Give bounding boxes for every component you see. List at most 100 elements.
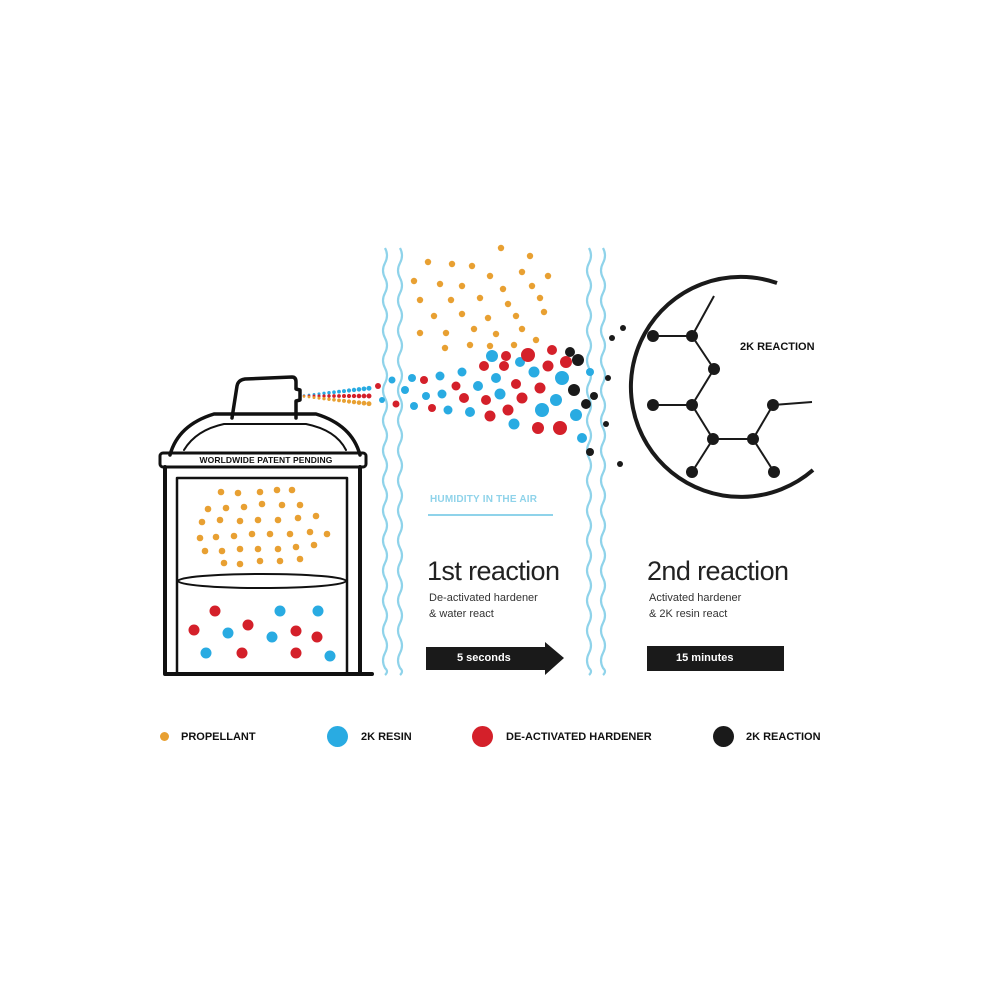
hardener-particle [242, 619, 254, 631]
propellant-particle [306, 528, 314, 536]
propellant-particle [240, 503, 248, 511]
spray-mist [356, 393, 362, 399]
molecule-circle [628, 274, 815, 499]
atom [647, 330, 659, 342]
can-dome-inner [183, 423, 347, 451]
humidity-waves [381, 247, 607, 676]
atom [708, 363, 720, 375]
propellant-particle [486, 272, 494, 280]
propellant-particle [424, 258, 432, 266]
propellant-particle [230, 532, 238, 540]
spray-mist [317, 396, 321, 400]
reaction1-time-arrow [426, 642, 564, 675]
propellant-particle [416, 329, 424, 337]
spray-mist [317, 394, 321, 398]
spray-mist [366, 385, 372, 391]
resin-particle [515, 357, 525, 367]
propellant-particle [273, 486, 281, 494]
reaction-particle [572, 354, 584, 366]
reaction2-time-bar [647, 646, 784, 671]
spray-mist [361, 400, 367, 406]
spray-mist [312, 396, 316, 400]
hardener-particle [290, 625, 302, 637]
propellant-particle [323, 530, 331, 538]
spray-mist [322, 391, 326, 395]
atom [747, 433, 759, 445]
resin-particle [401, 386, 409, 394]
propellant-particle [217, 488, 225, 496]
legend-resin-dot [327, 726, 348, 747]
spray-mist [346, 399, 352, 404]
propellant-particle [466, 341, 474, 349]
propellant-particle [458, 282, 466, 290]
propellant-particle [288, 486, 296, 494]
spray-mist [322, 397, 326, 401]
atom [767, 399, 779, 411]
spray-mist [337, 398, 341, 403]
reaction2-desc-line2: & 2K resin react [649, 608, 728, 620]
propellant-particle [536, 294, 544, 302]
can-window [175, 476, 349, 676]
humidity-label: HUMIDITY IN THE AIR [430, 494, 538, 505]
patent-banner: WORLDWIDE PATENT PENDING [199, 455, 333, 465]
hardener-particle [188, 624, 200, 636]
propellant-particle [201, 547, 209, 555]
resin-particle [200, 647, 212, 659]
resin-particle [528, 366, 540, 378]
propellant-particle [234, 489, 242, 497]
spray-mist [322, 394, 326, 398]
spray-mist [332, 394, 336, 398]
hardener-particle [451, 381, 461, 391]
propellant-particle [196, 534, 204, 542]
spray-mist [327, 394, 331, 398]
spray-mist [342, 398, 346, 403]
spray-mist [302, 395, 306, 398]
spray-mist [332, 397, 336, 402]
hardener-particle [375, 383, 381, 389]
propellant-particle [486, 342, 494, 350]
hardener-particle [542, 360, 554, 372]
propellant-particle [447, 296, 455, 304]
propellant-particle [212, 533, 220, 541]
propellant-particle [294, 514, 302, 522]
spray-mist [351, 387, 357, 393]
propellant-particle [296, 501, 304, 509]
propellant-particle [292, 543, 300, 551]
propellant-particle [504, 300, 512, 308]
hardener-particle [511, 379, 521, 389]
spray-mist [346, 393, 352, 399]
reaction-particle [605, 375, 611, 381]
propellant-particle [266, 530, 274, 538]
atom [707, 433, 719, 445]
propellant-particle [204, 505, 212, 513]
propellant-particle [430, 312, 438, 320]
spray-mist [351, 399, 357, 405]
spray-mist [327, 397, 331, 401]
propellant-particle [198, 518, 206, 526]
legend-propellant-dot [160, 732, 169, 741]
can-body [163, 465, 374, 676]
propellant-particle [532, 336, 540, 344]
legend-propellant-label: PROPELLANT [181, 731, 256, 743]
resin-particle [274, 605, 286, 617]
spray-mist [337, 394, 341, 398]
reaction-particle [590, 392, 598, 400]
propellant-particle [276, 557, 284, 565]
resin-particle [494, 388, 506, 400]
propellant-particle [518, 325, 526, 333]
legend-hardener-label: DE-ACTIVATED HARDENER [506, 731, 652, 743]
propellant-particle [278, 501, 286, 509]
reaction-particle [586, 448, 594, 456]
hardener-particle [499, 361, 509, 371]
hardener-particle [502, 404, 514, 416]
resin-particle [473, 381, 483, 391]
hardener-particle [484, 410, 496, 422]
propellant-particle [499, 285, 507, 293]
propellant-particle [312, 512, 320, 520]
legend-hardener-dot [472, 726, 493, 747]
propellant-particle [216, 516, 224, 524]
resin-particle [550, 394, 562, 406]
can-dome [168, 412, 362, 457]
propellant-particle [510, 341, 518, 349]
